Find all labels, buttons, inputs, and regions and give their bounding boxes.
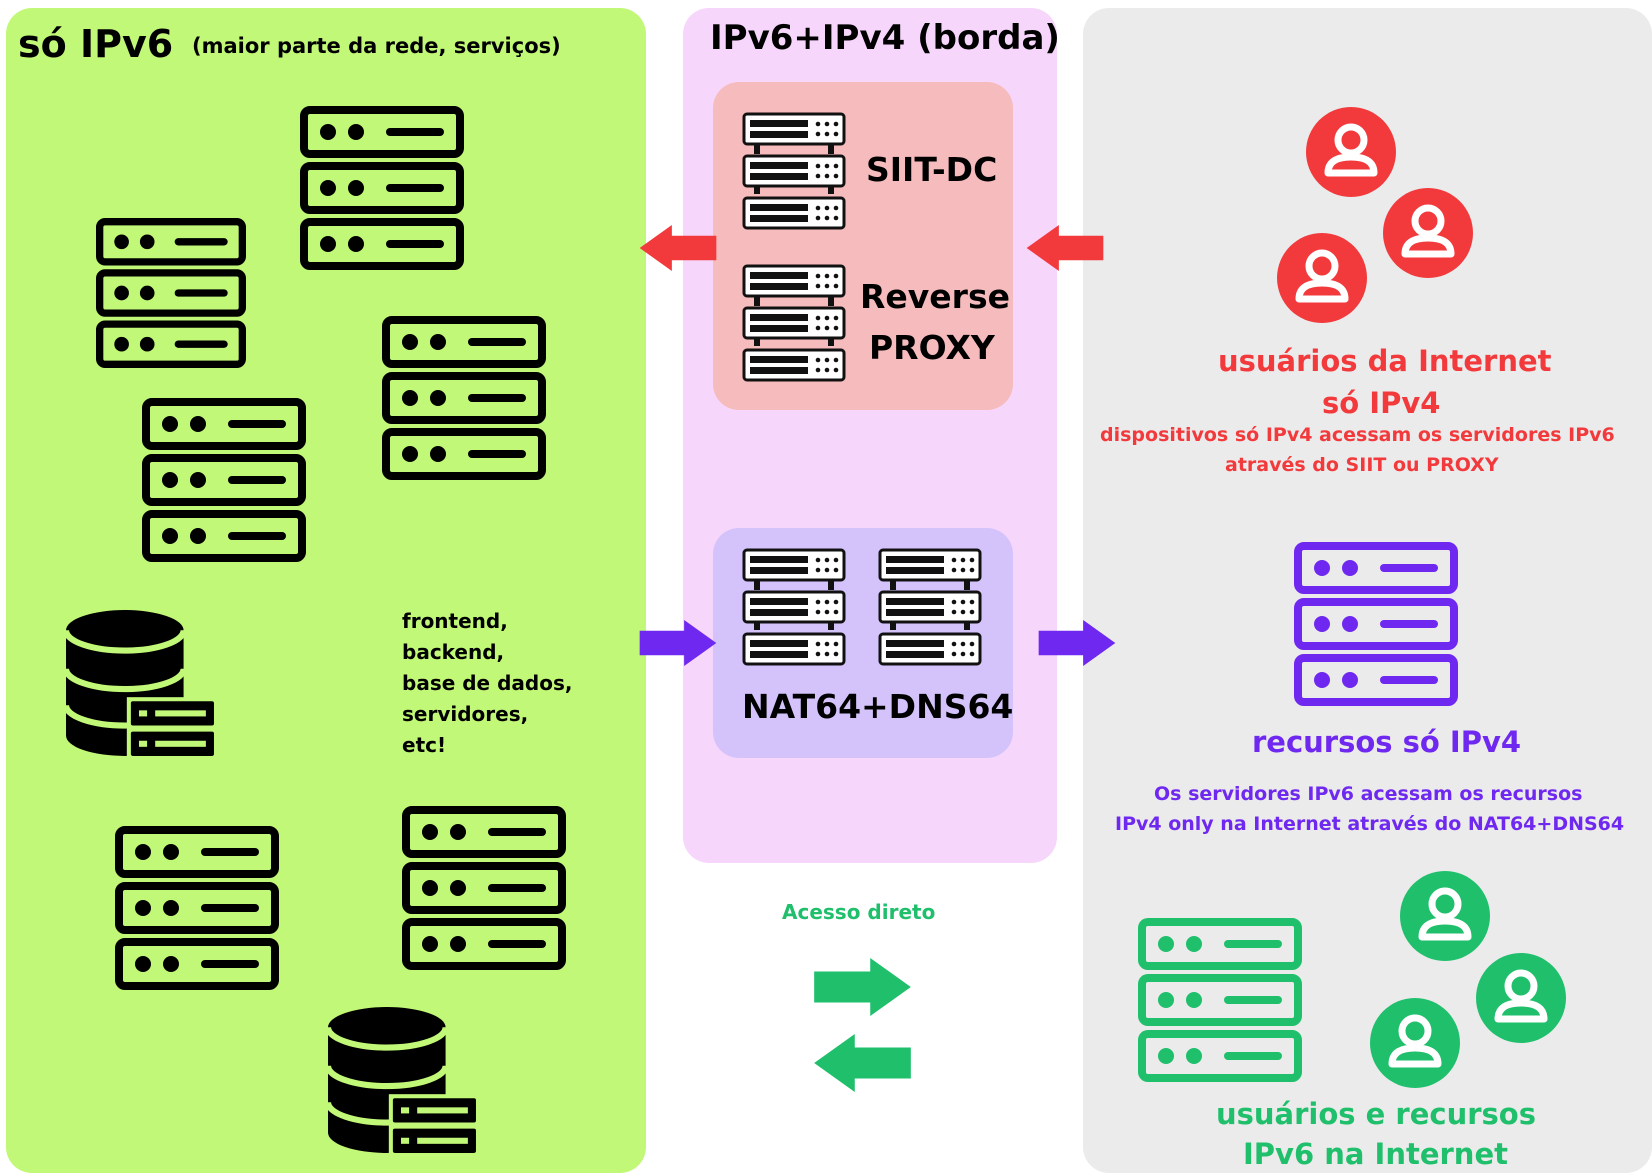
user-icon (1277, 233, 1367, 323)
reverse-proxy-label-1: Reverse (860, 277, 1010, 316)
server-icon (142, 398, 306, 562)
user-icon (1400, 871, 1490, 961)
server-icon (382, 316, 546, 480)
service-item: frontend, (402, 609, 508, 633)
rack-server-icon (742, 112, 846, 232)
database-icon (326, 1005, 478, 1157)
user-icon (1383, 188, 1473, 278)
reverse-proxy-label-2: PROXY (869, 328, 995, 367)
siit-dc-label: SIIT-DC (866, 150, 998, 189)
ipv6-internet-title-1: usuários e recursos (1216, 1097, 1536, 1131)
server-icon (1138, 918, 1302, 1082)
rack-server-icon (742, 264, 846, 384)
arrow-right-icon (805, 958, 920, 1016)
arrow-right-icon (1032, 620, 1122, 666)
internet-users-desc-2: através do SIIT ou PROXY (1225, 454, 1499, 476)
user-icon (1306, 107, 1396, 197)
arrow-left-icon (805, 1034, 920, 1092)
internet-users-title-1: usuários da Internet (1218, 344, 1552, 378)
ipv4-resources-title: recursos só IPv4 (1252, 725, 1522, 759)
server-icon (402, 806, 566, 970)
internet-users-desc-1: dispositivos só IPv4 acessam os servidor… (1100, 424, 1615, 446)
edge-title: IPv6+IPv4 (borda) (710, 18, 1060, 58)
service-item: etc! (402, 733, 447, 757)
internet-users-title-2: só IPv4 (1322, 386, 1441, 420)
server-icon (115, 826, 279, 990)
nat64-dns64-label: NAT64+DNS64 (742, 687, 1014, 726)
server-icon (96, 218, 246, 368)
direct-access-label: Acesso direto (782, 900, 936, 924)
user-icon (1476, 953, 1566, 1043)
database-icon (64, 608, 216, 760)
ipv6-only-title: só IPv6 (18, 22, 174, 66)
user-icon (1370, 998, 1460, 1088)
arrow-right-icon (633, 620, 723, 666)
server-icon (1294, 542, 1458, 706)
services-list: frontend, backend, base de dados, servid… (402, 606, 572, 761)
arrow-left-icon (633, 225, 723, 271)
ipv4-resources-desc-2: IPv4 only na Internet através do NAT64+D… (1115, 813, 1625, 835)
rack-server-icon (742, 548, 846, 668)
arrow-left-icon (1020, 225, 1110, 271)
service-item: backend, (402, 640, 505, 664)
ipv6-internet-title-2: IPv6 na Internet (1243, 1137, 1508, 1171)
service-item: base de dados, (402, 671, 573, 695)
ipv6-only-subtitle: (maior parte da rede, serviços) (192, 34, 561, 58)
service-item: servidores, (402, 702, 529, 726)
server-icon (300, 106, 464, 270)
ipv4-resources-desc-1: Os servidores IPv6 acessam os recursos (1154, 783, 1583, 805)
ipv6-only-zone (6, 8, 646, 1173)
rack-server-icon (878, 548, 982, 668)
